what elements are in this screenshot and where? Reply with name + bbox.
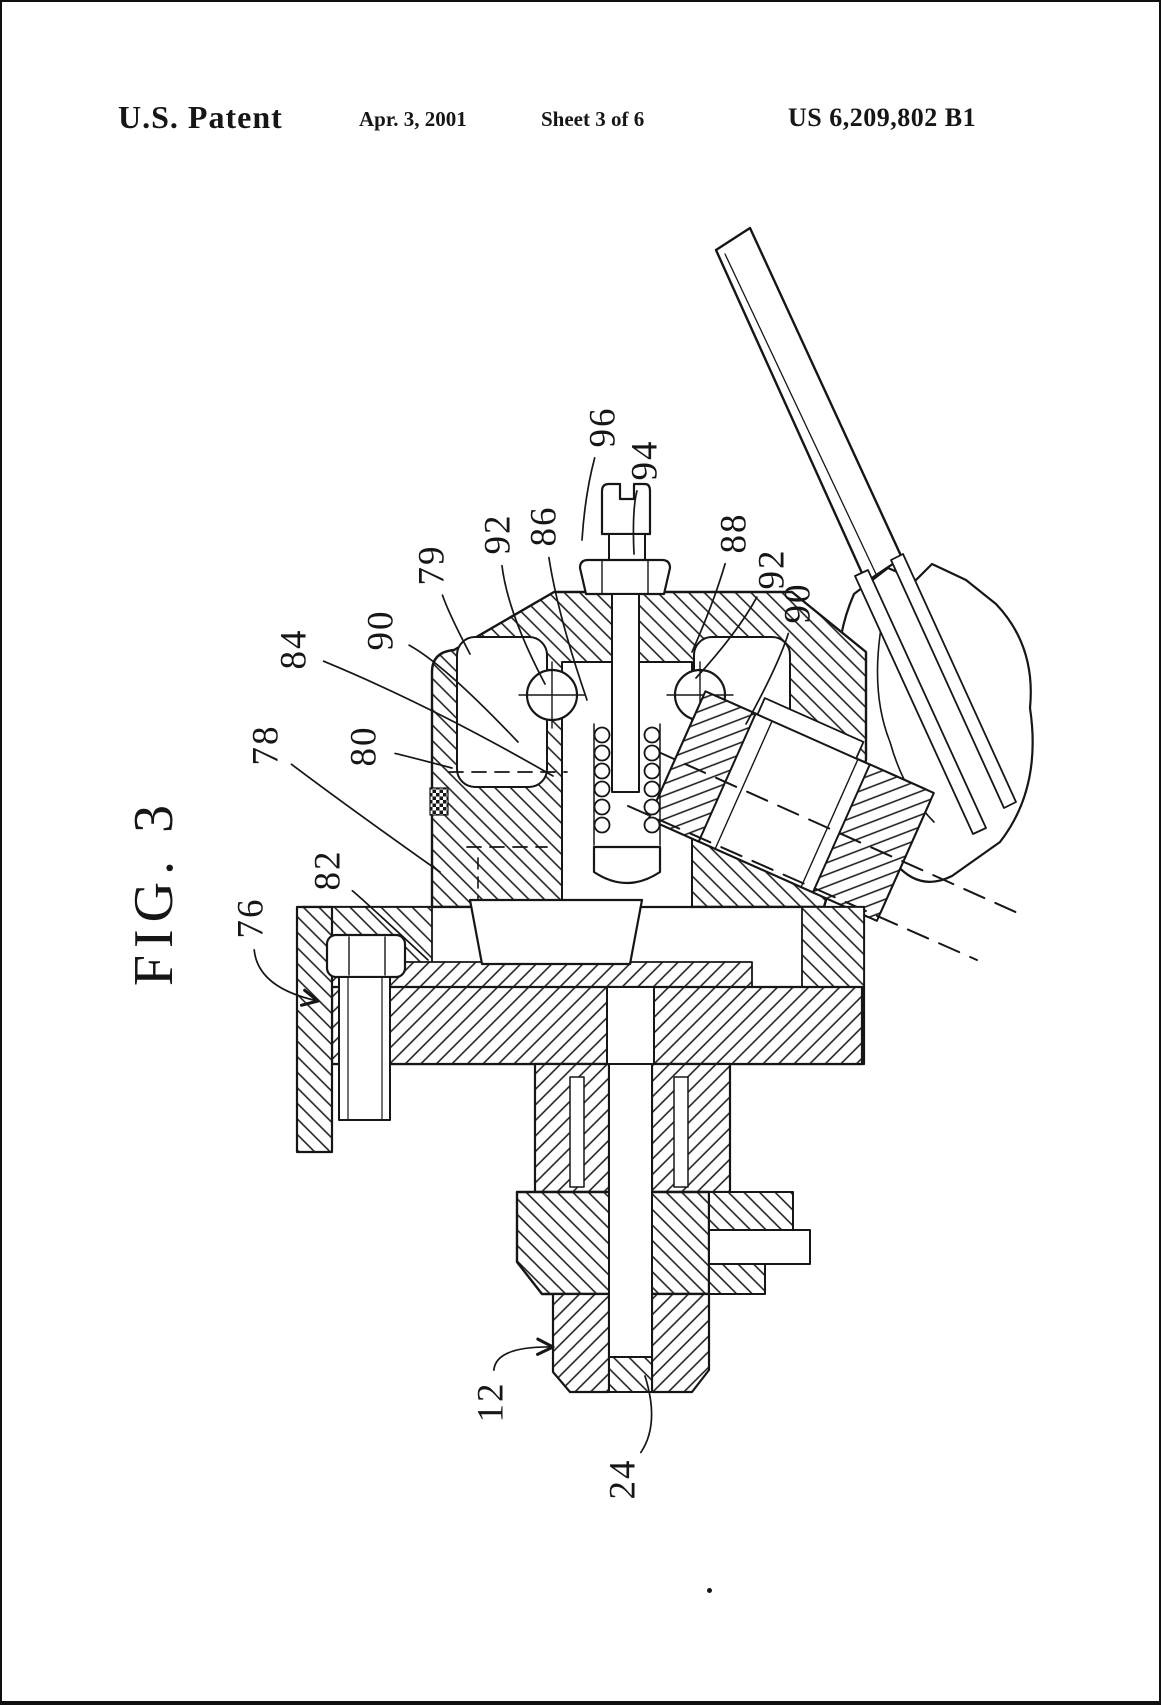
- mid-band: [300, 898, 866, 1066]
- central-bore: [608, 1063, 653, 1361]
- leader-76: [253, 948, 320, 1007]
- leader-94: [632, 490, 638, 555]
- ref-label-92-left: 92: [478, 514, 519, 555]
- seal-element: [429, 787, 449, 816]
- ref-label-88: 88: [714, 513, 755, 554]
- centerline-boss-lower: [627, 805, 978, 961]
- scan-speck: [707, 1588, 712, 1593]
- ref-label-92-right: 92: [752, 549, 793, 590]
- ref-label-94: 94: [625, 440, 666, 481]
- ref-label-24: 24: [603, 1459, 644, 1500]
- leader-79: [441, 594, 471, 655]
- leader-84: [322, 660, 554, 777]
- mount-flange: [295, 905, 407, 1154]
- header-patent-number: US 6,209,802 B1: [788, 103, 977, 132]
- stem-hex-nut: [578, 558, 672, 596]
- leader-12: [492, 1337, 555, 1371]
- screw-left: [518, 661, 586, 729]
- leader-78: [290, 763, 441, 873]
- ref-label-96: 96: [583, 407, 624, 448]
- header-office: U.S. Patent: [118, 99, 283, 135]
- header-sheet-number: Sheet 3 of 6: [541, 107, 645, 131]
- leader-82: [351, 889, 429, 961]
- ref-label-90-right: 90: [778, 583, 819, 624]
- ref-label-78: 78: [246, 725, 287, 766]
- sleeve-right: [673, 1076, 689, 1188]
- ref-label-84: 84: [274, 629, 315, 670]
- ref-label-80: 80: [344, 726, 385, 767]
- ref-label-12: 12: [471, 1382, 512, 1423]
- leader-86: [548, 556, 588, 701]
- ref-label-76: 76: [231, 898, 272, 939]
- leader-90-left: [408, 644, 519, 743]
- stem-rod: [611, 593, 640, 793]
- ref-label-79: 79: [412, 545, 453, 586]
- header-date: Apr. 3, 2001: [359, 107, 467, 131]
- bolt-head: [325, 933, 407, 979]
- lower-column: [515, 986, 811, 1394]
- outlet-boss: [627, 690, 1021, 961]
- spring: [593, 723, 661, 846]
- leader-88: [691, 562, 726, 653]
- stem-cap: [600, 482, 652, 536]
- ref-label-90-left: 90: [361, 610, 402, 651]
- leader-92-left: [501, 564, 546, 685]
- valve-poppet: [468, 898, 644, 966]
- leader-96: [581, 457, 596, 541]
- ref-label-82: 82: [308, 850, 349, 891]
- leader-24: [640, 1375, 653, 1454]
- spring-seat: [592, 845, 662, 884]
- sleeve-left: [569, 1076, 585, 1188]
- leader-80: [394, 752, 453, 769]
- ref-label-86: 86: [524, 506, 565, 547]
- leader-92-right: [695, 596, 758, 679]
- side-channel: [708, 1229, 811, 1265]
- top-stem-assembly: [578, 482, 672, 884]
- leader-90-right: [745, 632, 790, 725]
